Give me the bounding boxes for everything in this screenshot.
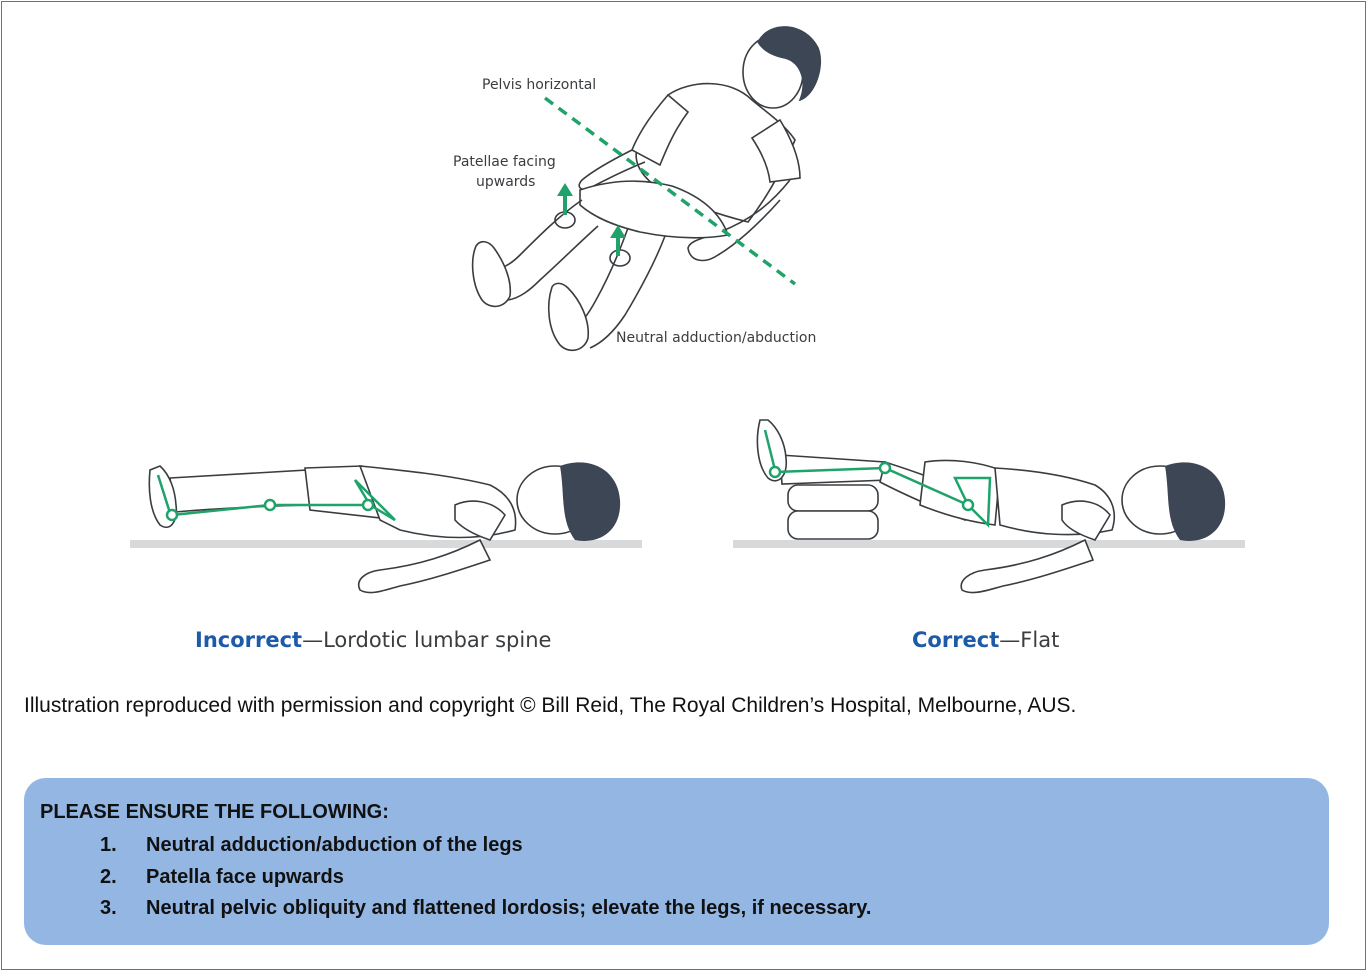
- list-number: 3.: [100, 893, 146, 925]
- list-item: 2.Patella face upwards: [100, 862, 871, 894]
- caption-correct-rest: —Flat: [999, 628, 1059, 652]
- caption-incorrect: Incorrect—Lordotic lumbar spine: [195, 628, 551, 652]
- list-number: 1.: [100, 830, 146, 862]
- caption-incorrect-rest: —Lordotic lumbar spine: [302, 628, 551, 652]
- caption-correct-strong: Correct: [912, 628, 999, 652]
- caption-incorrect-strong: Incorrect: [195, 628, 302, 652]
- list-item: 1.Neutral adduction/abduction of the leg…: [100, 830, 871, 862]
- list-text: Neutral adduction/abduction of the legs: [146, 834, 523, 856]
- label-patellae-1: Patellae facing: [453, 154, 556, 170]
- incorrect-figure: [130, 462, 642, 592]
- label-patellae-2: upwards: [476, 174, 535, 190]
- list-text: Patella face upwards: [146, 866, 344, 888]
- label-neutral: Neutral adduction/abduction: [616, 330, 816, 346]
- list-number: 2.: [100, 862, 146, 894]
- caption-correct: Correct—Flat: [912, 628, 1059, 652]
- label-pelvis: Pelvis horizontal: [482, 77, 596, 93]
- list-item: 3.Neutral pelvic obliquity and flattened…: [100, 893, 871, 925]
- list-text: Neutral pelvic obliquity and flattened l…: [146, 897, 871, 919]
- correct-figure: [733, 420, 1245, 593]
- notice-list: 1.Neutral adduction/abduction of the leg…: [100, 830, 871, 925]
- illustration-credit: Illustration reproduced with permission …: [24, 690, 1184, 722]
- notice-title: PLEASE ENSURE THE FOLLOWING:: [40, 801, 389, 824]
